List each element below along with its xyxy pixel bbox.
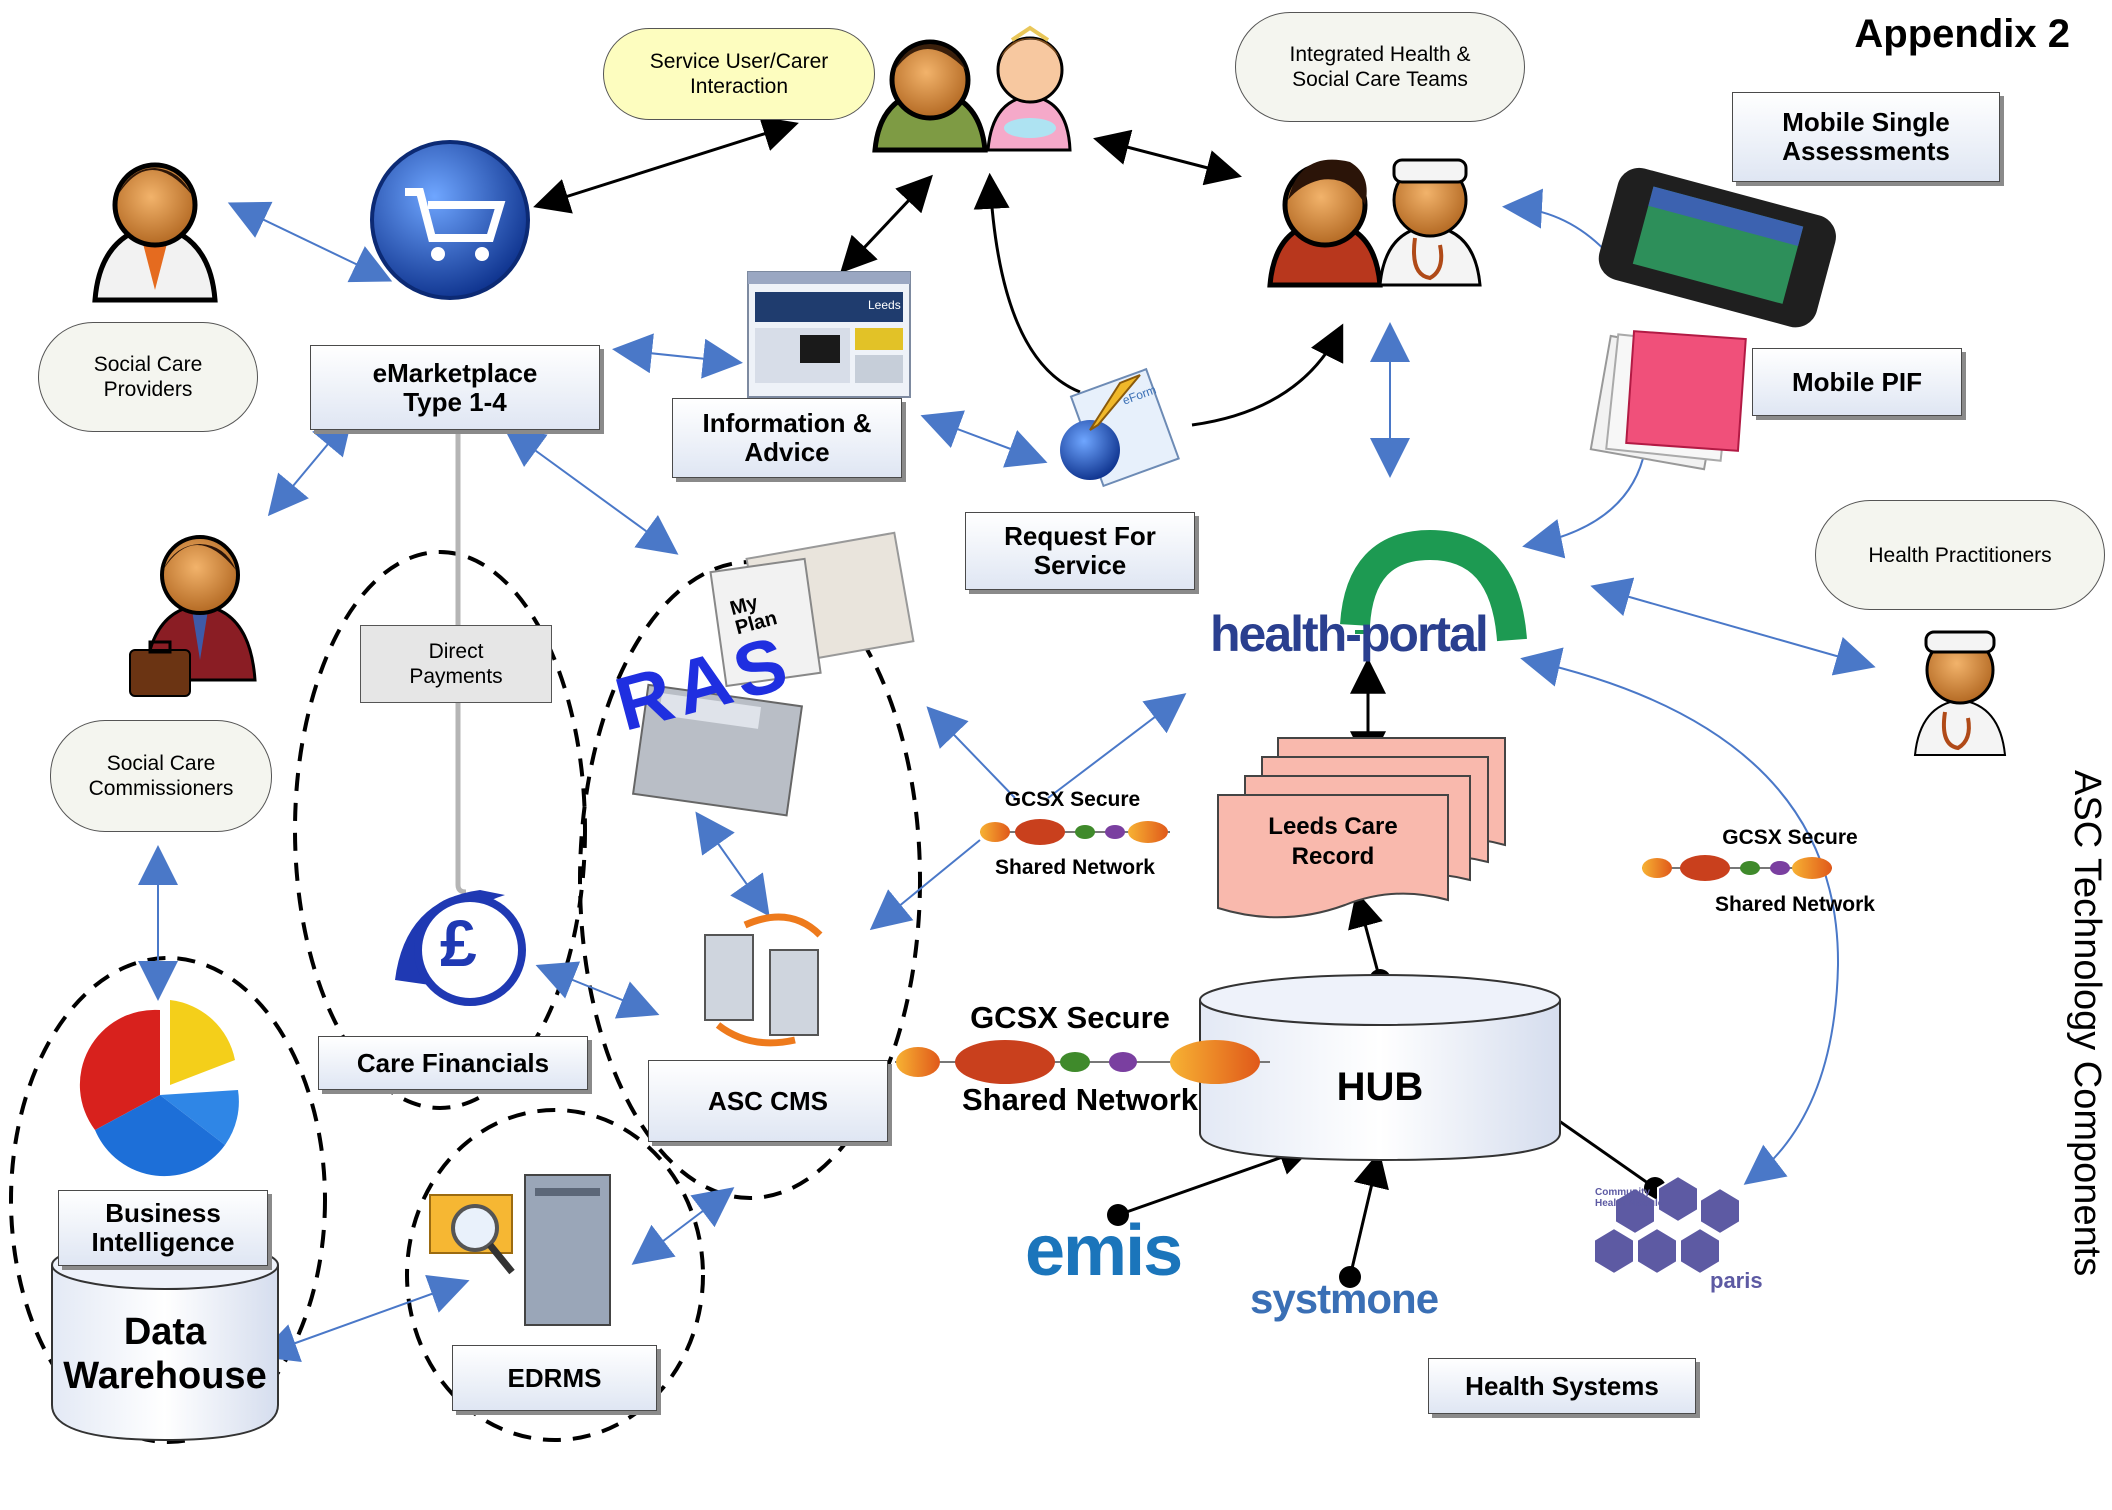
leeds-care-record-stack (1217, 737, 1506, 919)
gcsx-bead-string-center (895, 1040, 1270, 1084)
arrow-hub-to-record (1348, 891, 1391, 991)
arrow-gcsx-to-ras (926, 706, 1016, 799)
arrow-emarketplace-user (533, 116, 799, 214)
carer-person-icon (986, 25, 1072, 152)
leeds-site-logo: Leeds (868, 298, 901, 312)
connector-emarketplace-direct-payments (455, 430, 467, 895)
arrow-warehouse-edrms (257, 1275, 470, 1362)
group-care-financials (293, 550, 587, 1110)
arrow-gcsx-to-asccms (869, 839, 981, 931)
gcsx-center-bottom-label: Shared Network (961, 1082, 1198, 1117)
emarketplace-box: eMarketplace Type 1-4 (310, 345, 600, 430)
pound-sign-logo: £ (440, 906, 477, 980)
health-systems-box: Health Systems (1428, 1358, 1696, 1414)
request-eform-icon (1060, 367, 1180, 488)
arrow-portal-practitioner (1590, 577, 1876, 676)
direct-payments-box: Direct Payments (360, 625, 552, 703)
side-title: ASC Technology Components (2066, 770, 2108, 1277)
service-user-bubble: Service User/Carer Interaction (603, 28, 875, 120)
arrow-request-to-teams (1191, 323, 1344, 427)
edrms-box: EDRMS (452, 1345, 657, 1411)
arrow-edrms-asccms (631, 1187, 735, 1265)
mobile-pif-folder-icon (1589, 330, 1747, 471)
group-edrms (405, 1108, 705, 1442)
gcsx-left-bottom-label: Shared Network (995, 856, 1155, 879)
group-data-warehouse (9, 956, 327, 1444)
gcsx-left-top-label: GCSX Secure (1004, 788, 1141, 811)
ras-plan-calculator-icon (631, 531, 915, 817)
business-intelligence-pie-icon (79, 1000, 239, 1177)
data-warehouse-label: Data Warehouse (63, 1311, 267, 1397)
emis-logo: emis (1025, 1211, 1183, 1291)
integrated-teams-bubble: Integrated Health & Social Care Teams (1235, 12, 1525, 122)
gcsx-right-bottom-label: Shared Network (1715, 893, 1875, 916)
gcsx-center-top-label: GCSX Secure (970, 1000, 1170, 1035)
arrow-user-teams (1093, 129, 1242, 186)
care-financials-pound-icon (395, 890, 526, 1006)
hub-cylinder (1199, 974, 1561, 1162)
arrow-info-request (920, 410, 1048, 468)
arrow-emis-to-hub (1107, 1140, 1315, 1226)
health-practitioner-person-icon (1913, 630, 2007, 756)
commissioner-person-icon (129, 535, 257, 697)
mobile-pif-box: Mobile PIF (1752, 348, 1962, 416)
arrow-gcsx-to-portal (1047, 693, 1187, 799)
care-financials-box: Care Financials (318, 1036, 588, 1090)
health-portal-logo: health-portal (1210, 606, 1489, 662)
emarketplace-cart-icon (370, 140, 530, 300)
gcsx-bead-string-right (1642, 855, 1832, 881)
page-title: Appendix 2 (1854, 12, 2070, 56)
arrow-providers-emarketplace (227, 201, 393, 283)
information-website-icon (747, 271, 911, 398)
business-intelligence-box: Business Intelligence (58, 1190, 268, 1266)
systmone-logo: systmone (1250, 1275, 1439, 1322)
gcsx-right-top-label: GCSX Secure (1722, 826, 1858, 849)
doctor-person-icon (1378, 158, 1482, 287)
social-care-commissioners-bubble: Social Care Commissioners (50, 720, 272, 832)
paris-logo: paris (1710, 1268, 1763, 1293)
arrow-pound-asccms (535, 961, 660, 1019)
edrms-archive-icon (429, 1174, 611, 1326)
gcsx-bead-string-left (980, 819, 1170, 845)
arrow-info-user (840, 174, 933, 274)
mobile-single-assessments-box: Mobile Single Assessments (1732, 92, 2000, 182)
hub-label: HUB (1336, 1065, 1424, 1109)
arrow-request-to-user (973, 172, 1081, 394)
health-portal-arch-icon (1340, 529, 1527, 642)
arrow-emarketplace-info (612, 333, 743, 379)
asc-cms-server-icon (704, 913, 823, 1047)
paris-hex-cluster (1593, 1174, 1741, 1276)
information-advice-box: Information & Advice (672, 398, 902, 478)
request-for-service-box: Request For Service (965, 512, 1195, 590)
arrow-mobile-to-teams (1502, 188, 1613, 259)
arrow-systmone-to-hub (1339, 1150, 1389, 1288)
provider-person-icon (92, 162, 218, 303)
social-care-providers-bubble: Social Care Providers (38, 322, 258, 432)
team-member-person-icon (1267, 159, 1383, 288)
arrow-emarketplace-commissioner (267, 413, 354, 517)
leeds-care-record-label: Leeds Care Record (1268, 813, 1398, 870)
community-health-module-logo: Community Health Module (1595, 1187, 1664, 1209)
health-practitioners-bubble: Health Practitioners (1815, 500, 2105, 610)
arrow-emarketplace-ras (503, 427, 679, 555)
mobile-phone-icon (1598, 167, 1836, 328)
arrow-pif-to-portal (1522, 449, 1646, 559)
arrow-ras-asccms (695, 811, 770, 917)
asc-cms-box: ASC CMS (648, 1060, 888, 1142)
service-user-person-icon (872, 39, 988, 153)
arrow-portal-to-paris (1520, 647, 1840, 1185)
